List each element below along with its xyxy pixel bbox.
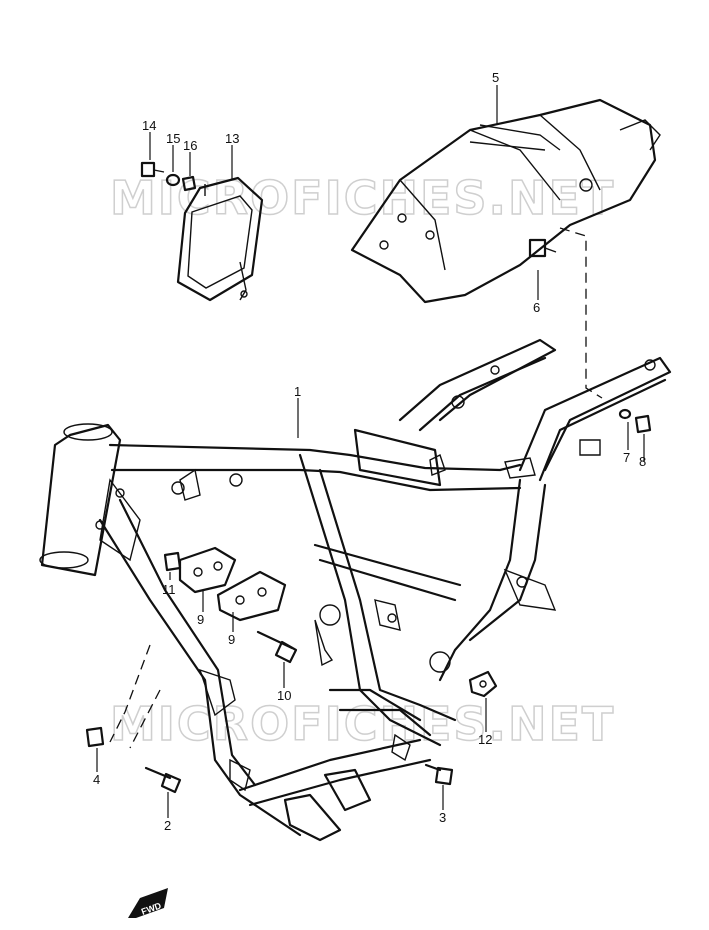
engine-mount-bracket-9b [216,570,287,622]
callout-9b: 9 [228,632,235,647]
callout-16: 16 [183,138,197,153]
washer-7 [618,408,632,420]
callout-14: 14 [142,118,156,133]
engine-mount-bracket-9a [178,546,237,594]
main-frame [39,338,672,842]
callout-4: 4 [93,772,100,787]
callout-11: 11 [162,582,176,597]
callout-9a: 9 [197,612,204,627]
callout-5: 5 [492,70,499,85]
callout-12: 12 [478,732,492,747]
callout-1: 1 [294,384,301,399]
callout-13: 13 [225,131,239,146]
bolt-10 [256,630,298,664]
callout-6: 6 [533,300,540,315]
nut-11 [163,551,182,572]
bolt-3 [424,763,454,786]
washer-15 [165,173,181,187]
callout-2: 2 [164,818,171,833]
callout-8: 8 [639,454,646,469]
watermark-bottom: MICROFICHES.NET [110,697,615,751]
bolt-6 [528,238,557,258]
fwd-arrow-icon: FWD [128,888,168,918]
bolt-14 [140,161,165,178]
rear-fender [350,98,661,304]
callout-7: 7 [623,450,630,465]
nut-4 [85,726,105,748]
nut-16 [181,175,197,192]
nut-8 [634,414,652,434]
bolt-2 [144,766,182,794]
callout-15: 15 [166,131,180,146]
callout-3: 3 [439,810,446,825]
callout-10: 10 [277,688,291,703]
battery-holder-bracket [176,176,264,302]
clip-12 [468,670,498,698]
